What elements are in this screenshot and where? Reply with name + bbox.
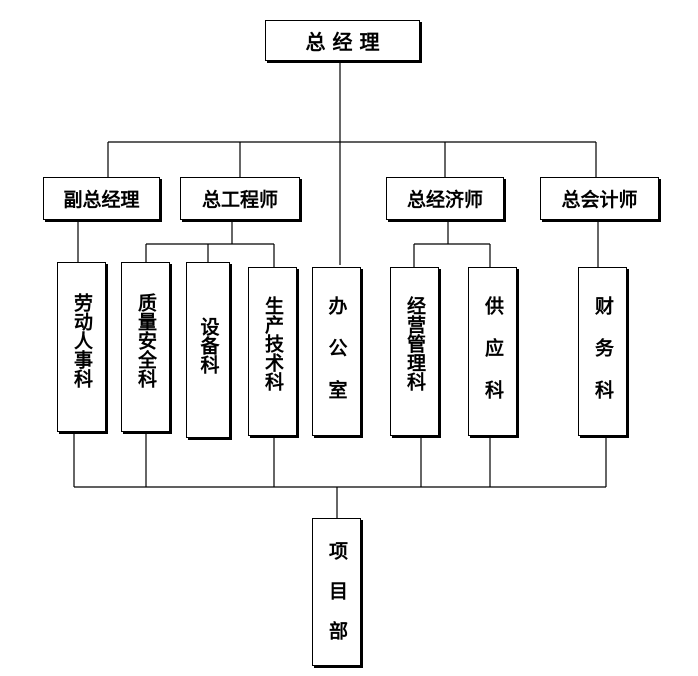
chief-economist-label: 总经济师 xyxy=(406,189,483,211)
equipment-label: 设备科 xyxy=(197,317,220,374)
finance-label: 财务科 xyxy=(592,296,614,422)
finance-box: 财务科 xyxy=(578,267,627,436)
production-tech-label: 生产技术科 xyxy=(262,296,284,391)
labor-hr-box: 劳动人事科 xyxy=(57,262,106,432)
general-manager-box: 总 经 理 xyxy=(265,20,420,61)
deputy-gm-label: 副总经理 xyxy=(63,189,140,211)
production-tech-box: 生产技术科 xyxy=(248,267,297,436)
chief-accountant-label: 总会计师 xyxy=(561,189,638,211)
chief-engineer-box: 总工程师 xyxy=(180,177,300,220)
general-manager-label: 总 经 理 xyxy=(305,30,380,54)
chief-engineer-label: 总工程师 xyxy=(201,189,278,211)
supply-box: 供应科 xyxy=(468,267,517,436)
quality-safety-box: 质量安全科 xyxy=(121,262,170,432)
office-box: 办公室 xyxy=(312,267,361,436)
labor-hr-label: 劳动人事科 xyxy=(71,293,93,388)
quality-safety-label: 质量安全科 xyxy=(135,293,157,388)
equipment-box: 设备科 xyxy=(186,262,230,438)
operations-mgmt-label: 经营管理科 xyxy=(404,296,426,391)
office-label: 办公室 xyxy=(325,296,348,422)
chief-accountant-box: 总会计师 xyxy=(540,177,659,220)
chief-economist-box: 总经济师 xyxy=(386,177,504,220)
deputy-gm-box: 副总经理 xyxy=(43,177,160,220)
project-dept-box: 项目部 xyxy=(312,518,361,666)
operations-mgmt-box: 经营管理科 xyxy=(390,267,439,436)
project-dept-label: 项目部 xyxy=(326,541,348,661)
supply-label: 供应科 xyxy=(482,296,504,422)
